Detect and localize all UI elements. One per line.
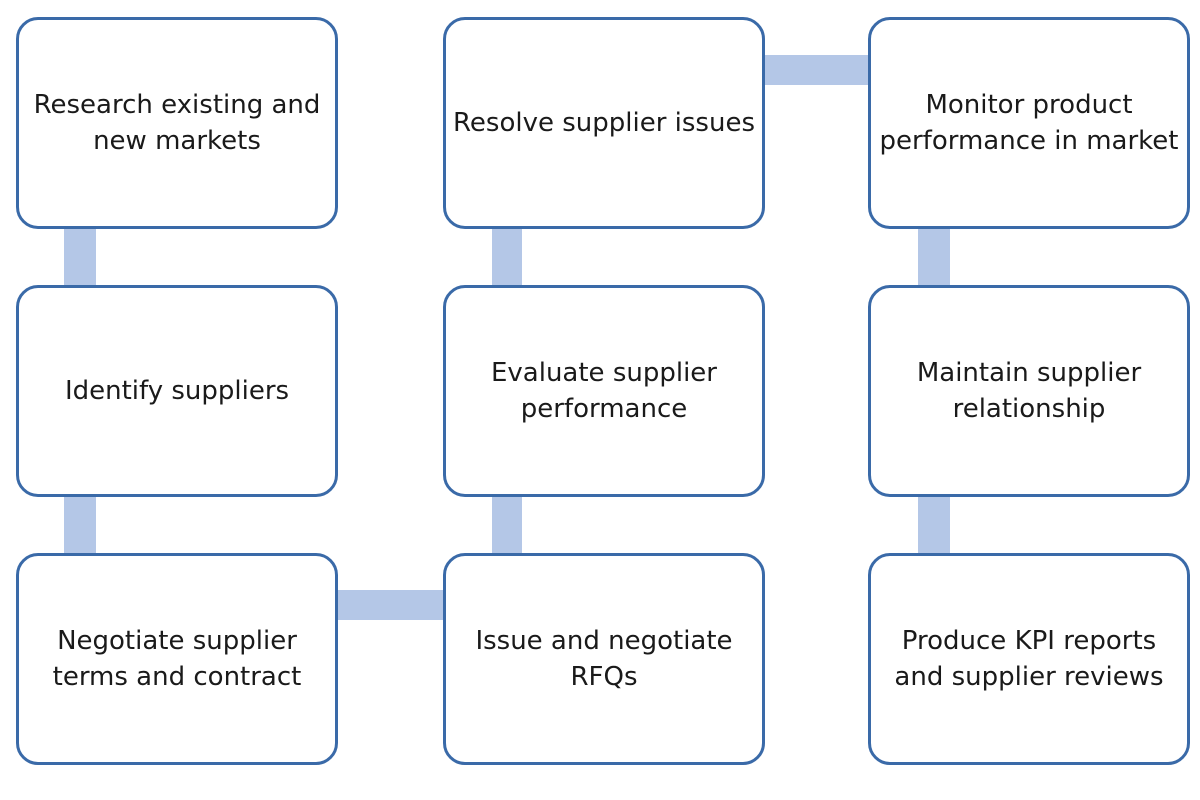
connector-monitor-maintain (918, 228, 950, 288)
step-issue-negotiate-rfqs: Issue and negotiate RFQs (443, 553, 765, 765)
step-produce-kpi-reports: Produce KPI reports and supplier reviews (868, 553, 1190, 765)
connector-evaluate-resolve (492, 228, 522, 288)
step-evaluate-supplier-performance-label: Evaluate supplier performance (490, 358, 717, 424)
step-produce-kpi-reports-label: Produce KPI reports and supplier reviews (894, 626, 1164, 692)
step-resolve-supplier-issues-label: Resolve supplier issues (453, 108, 755, 138)
step-evaluate-supplier-performance: Evaluate supplier performance (443, 285, 765, 497)
step-research-markets-label: Research existing and new markets (33, 90, 321, 156)
step-identify-suppliers: Identify suppliers (16, 285, 338, 497)
connector-negotiate-rfq (336, 590, 446, 620)
connector-maintain-kpi (918, 496, 950, 556)
connector-rfq-evaluate (492, 496, 522, 556)
step-monitor-product-performance-label: Monitor product performance in market (879, 90, 1179, 156)
step-identify-suppliers-label: Identify suppliers (64, 376, 290, 406)
step-maintain-supplier-relationship: Maintain supplier relationship (868, 285, 1190, 497)
connector-resolve-monitor (762, 55, 872, 85)
connector-identify-negotiate (64, 496, 96, 556)
step-research-markets: Research existing and new markets (16, 17, 338, 229)
step-negotiate-terms-contract-label: Negotiate supplier terms and contract (52, 626, 302, 692)
step-issue-negotiate-rfqs-label: Issue and negotiate RFQs (475, 626, 733, 692)
step-resolve-supplier-issues: Resolve supplier issues (443, 17, 765, 229)
connector-research-identify (64, 228, 96, 288)
step-monitor-product-performance: Monitor product performance in market (868, 17, 1190, 229)
step-maintain-supplier-relationship-label: Maintain supplier relationship (916, 358, 1142, 424)
step-negotiate-terms-contract: Negotiate supplier terms and contract (16, 553, 338, 765)
